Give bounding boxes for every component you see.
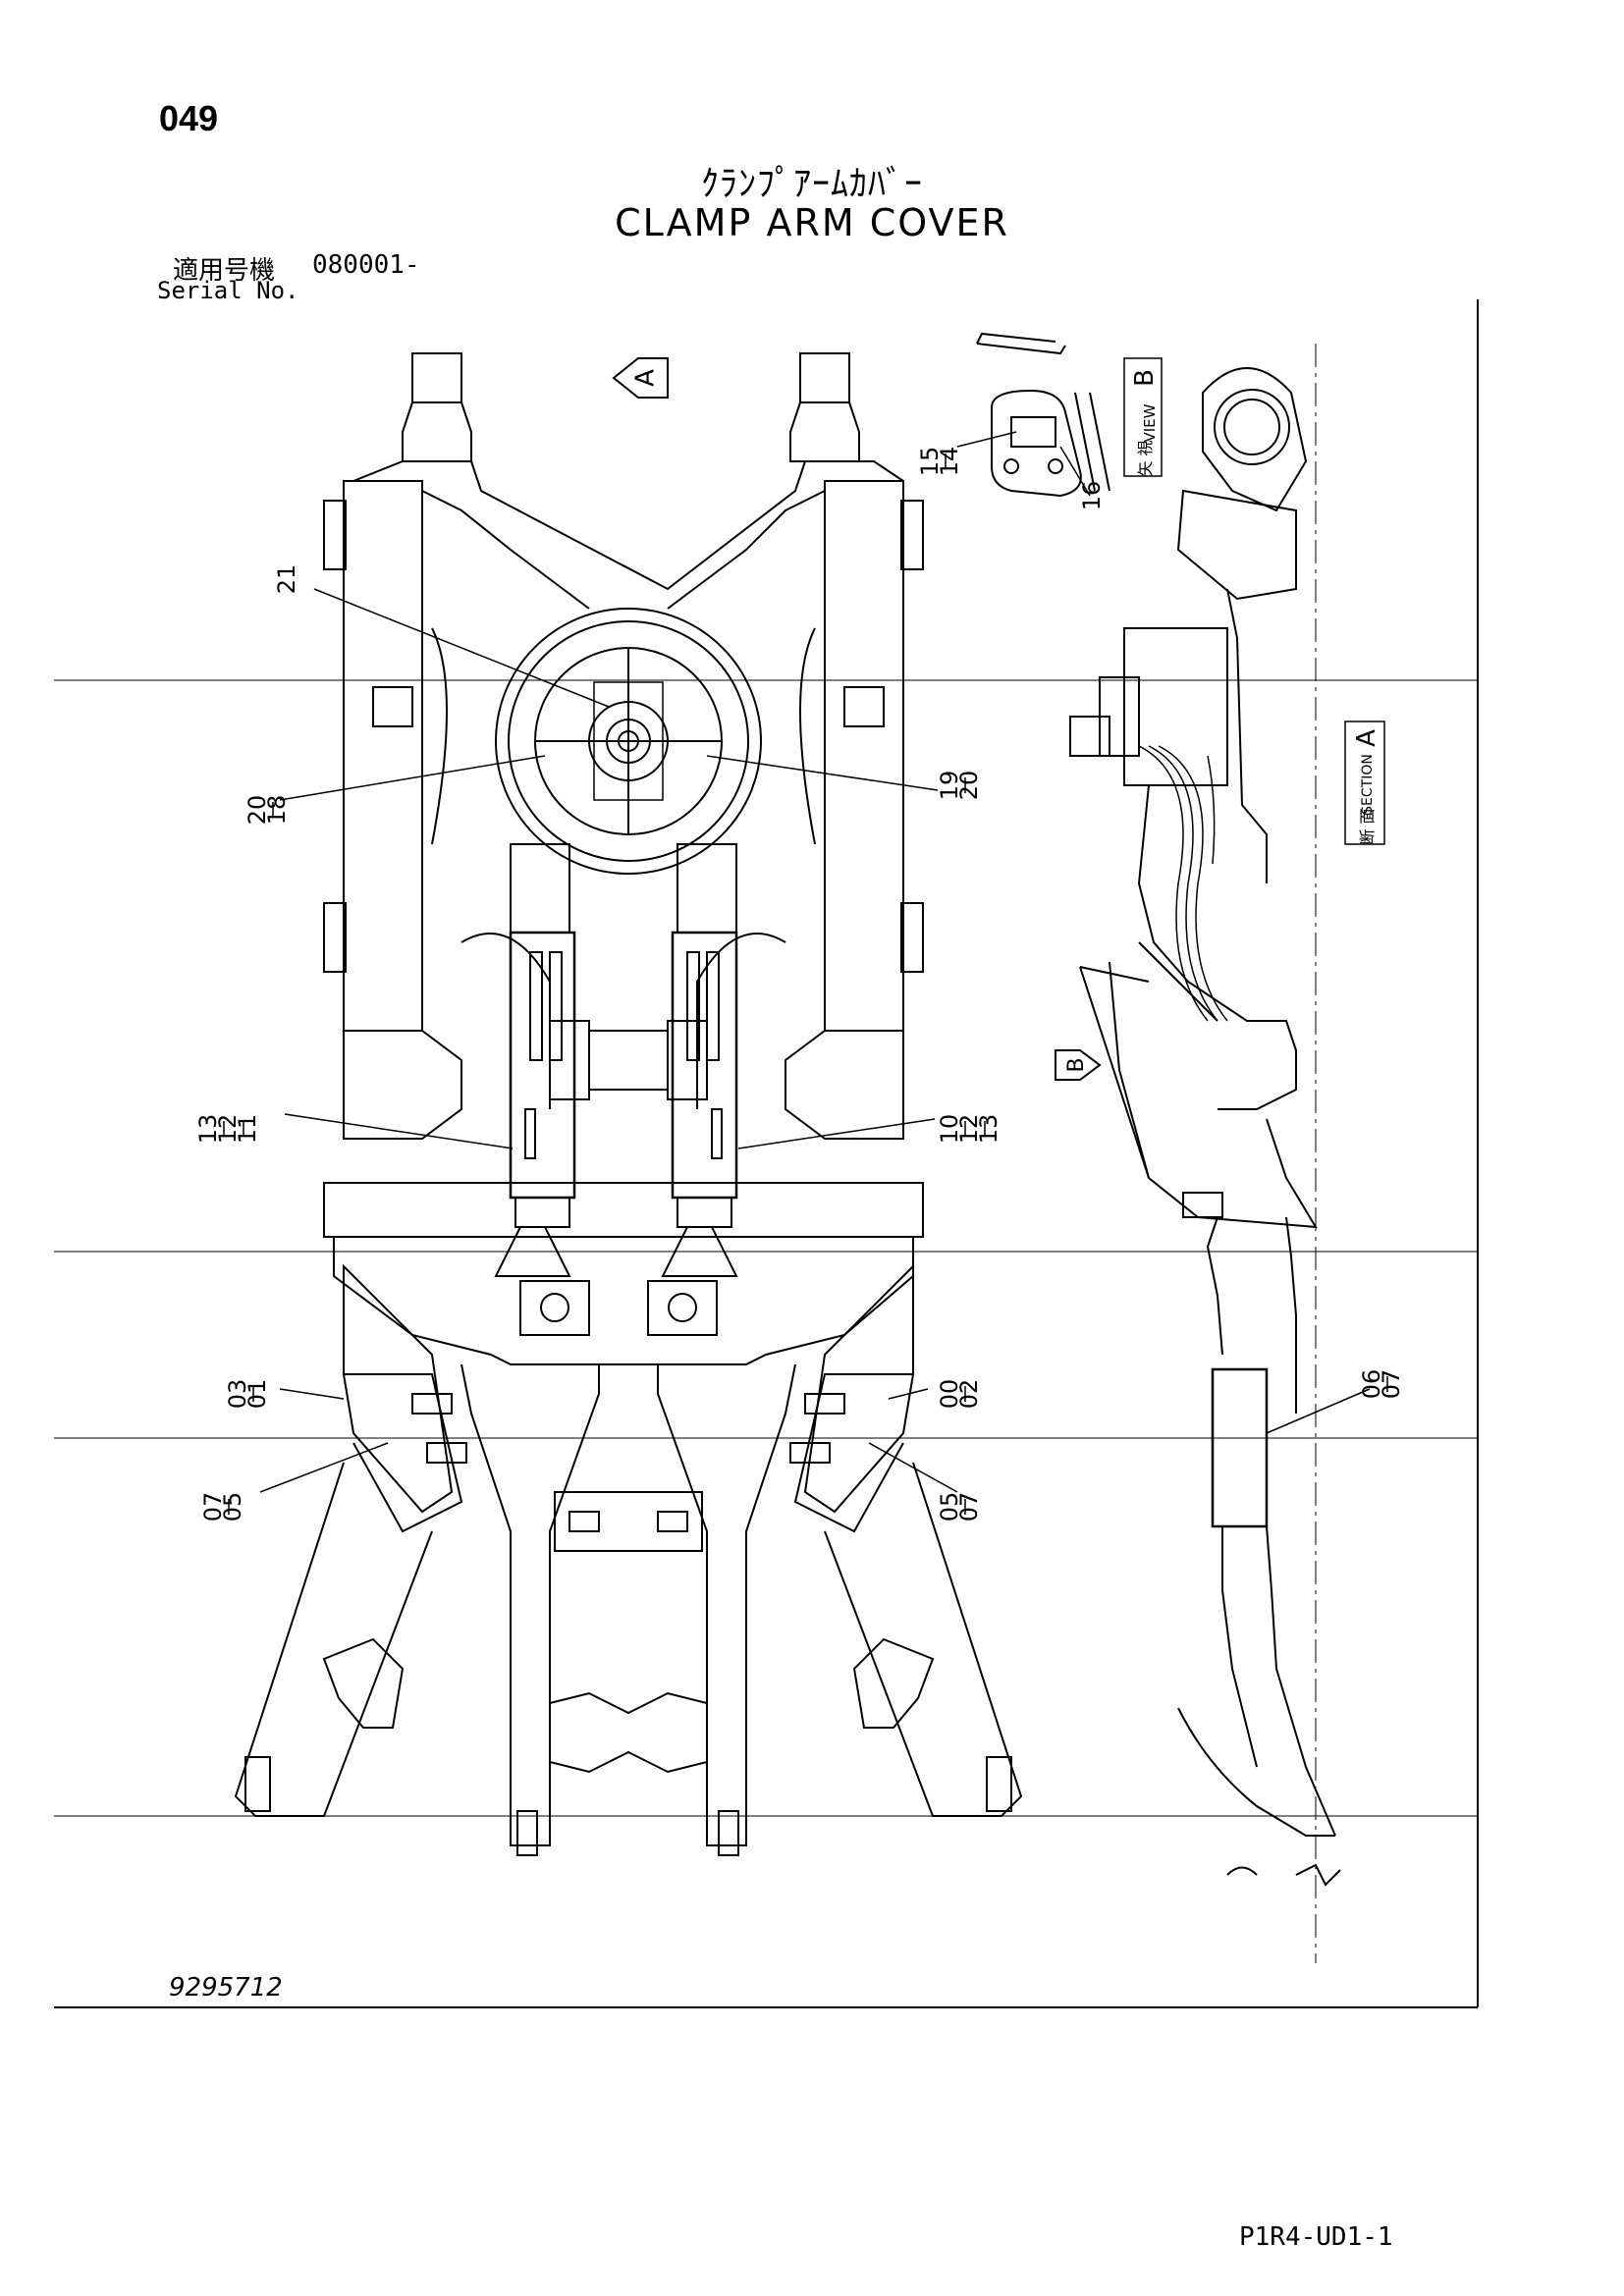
view-a-arrow (612, 357, 669, 399)
callout-number: 06 (1358, 1369, 1385, 1400)
callout-number: 15 (916, 447, 944, 477)
title-english: CLAMP ARM COVER (615, 201, 1009, 244)
serial-label-japanese: 適用号機 (173, 256, 276, 286)
view-b-arrow-letter: B (1064, 1057, 1089, 1072)
callout-number: 05 (936, 1492, 963, 1522)
view-a-label: A (631, 369, 661, 387)
section-a-label-en: SECTION (1360, 754, 1376, 815)
callout-number: 16 (1078, 481, 1106, 511)
callout-number: 12 (955, 1114, 983, 1145)
view-b-label-jp: 矢 視 (1136, 440, 1155, 476)
section-a-box: 断 面 SECTION A (1344, 721, 1385, 845)
callout-number: 13 (194, 1114, 222, 1145)
page-number: 049 (159, 98, 219, 138)
view-b-label-en: VIEW (1141, 403, 1159, 442)
callout-number: 07 (199, 1492, 227, 1522)
callout-number: 03 (224, 1379, 251, 1410)
leader-lines (259, 431, 1371, 1493)
callout-21: 21 (273, 564, 300, 595)
view-b-box: 矢 視 VIEW B (1123, 357, 1163, 477)
callout-number: 21 (273, 564, 300, 595)
page-code: P1R4-UD1-1 (1239, 2222, 1393, 2252)
callout-number: 11 (234, 1114, 261, 1145)
callout-16: 16 (1078, 481, 1106, 511)
section-a-label-jp: 断 面 (1358, 808, 1377, 844)
callout-number: 07 (955, 1492, 983, 1522)
callout-number: 13 (975, 1114, 1002, 1145)
serial-label-english: Serial No. (157, 277, 299, 304)
callout-number: 18 (263, 795, 291, 826)
serial-number-value: 080001- (312, 250, 420, 280)
callout-number: 20 (244, 795, 271, 826)
callout-number: 19 (936, 771, 963, 801)
view-b-detail (976, 332, 1110, 498)
callout-number: 01 (244, 1379, 271, 1410)
view-b-letter: B (1130, 369, 1160, 387)
callout-number: 12 (214, 1114, 242, 1145)
section-a-side-view (1055, 367, 1341, 1887)
callout-number: 10 (936, 1114, 963, 1145)
title-japanese: ｸﾗﾝﾌﾟｱｰﾑｶﾊﾞｰ (701, 164, 923, 204)
callout-number: 20 (955, 771, 983, 801)
section-a-letter: A (1352, 729, 1381, 747)
callout-number: 05 (219, 1492, 246, 1522)
callout-number: 07 (1378, 1369, 1405, 1400)
callout-number: 00 (936, 1379, 963, 1410)
callout-number: 02 (955, 1379, 983, 1410)
callout-number: 14 (936, 447, 963, 477)
drawing-number: 9295712 (169, 1973, 283, 2002)
main-frame-view (234, 352, 1023, 1856)
